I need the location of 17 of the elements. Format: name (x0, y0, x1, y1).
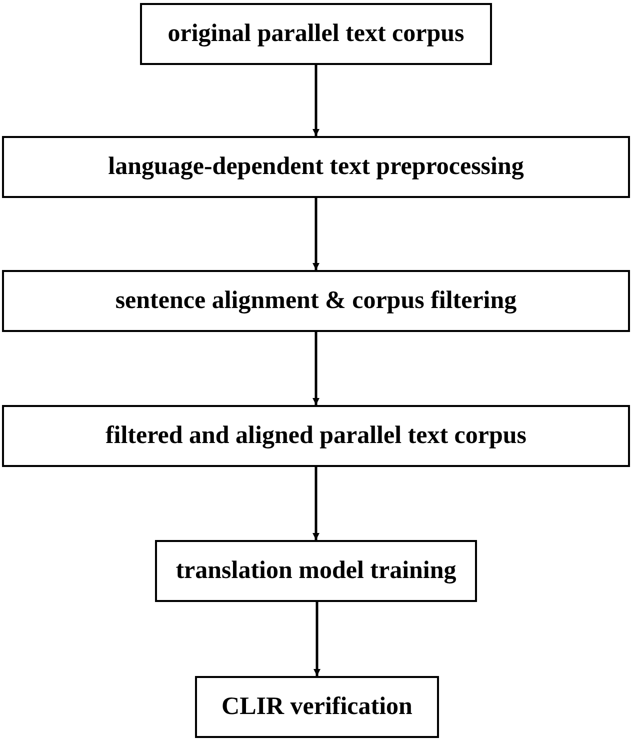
arrow (312, 65, 320, 136)
box-label: translation model training (176, 557, 456, 585)
process-box (2, 405, 630, 467)
arrow (314, 602, 320, 676)
box-label: language-dependent text preprocessing (108, 153, 524, 181)
box-label: filtered and aligned parallel text corpus (105, 422, 527, 450)
box-label: original parallel text corpus (168, 20, 464, 48)
arrow (312, 467, 320, 540)
box-label: sentence alignment & corpus filtering (115, 287, 517, 315)
process-box (2, 270, 630, 332)
process-box (140, 3, 492, 65)
process-box (195, 676, 439, 738)
box-label: CLIR verification (222, 693, 412, 721)
arrow (312, 332, 320, 405)
process-box (2, 136, 630, 198)
process-box (155, 540, 477, 602)
arrow (312, 198, 320, 270)
